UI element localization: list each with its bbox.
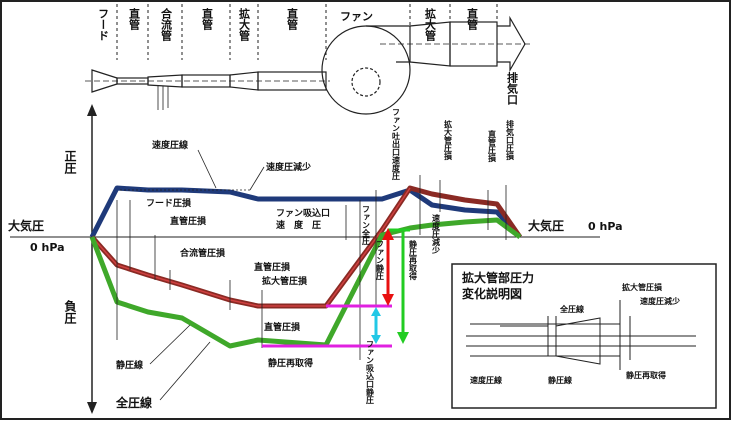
header-straight-2: 直管 (201, 7, 214, 31)
label-fan-inlet-velocity-2: 速 度 圧 (276, 219, 321, 231)
header-merge: 合流管 (160, 7, 173, 42)
inset-static-line: 静圧線 (548, 375, 572, 385)
inset-title-1: 拡大管部圧力 (462, 270, 534, 285)
duct-drawing (91, 15, 526, 115)
zero-right-label: 0 hPa (588, 220, 623, 233)
label-fan-static: ファン静圧 (376, 240, 385, 281)
header-hood: フード (97, 8, 110, 41)
atmosphere-right-label: 大気圧 (528, 218, 564, 233)
zero-left-label: 0 hPa (30, 241, 65, 254)
label-fan-inlet-velocity-1: ファン吸込口 (276, 207, 330, 219)
atmosphere-left-label: 大気圧 (8, 218, 44, 233)
label-fan-total: ファン全圧 (361, 205, 371, 246)
axis-arrow-up (87, 104, 97, 116)
label-straight-loss-right: 直管圧損 (488, 129, 497, 163)
label-velocity-line: 速度圧線 (152, 139, 188, 151)
header-expand-1: 拡大管 (238, 7, 251, 42)
header-exhaust: 排気口 (506, 71, 519, 106)
inset-velocity-line: 速度圧線 (470, 375, 502, 385)
header-straight-3: 直管 (286, 7, 299, 31)
cyan-arrow-down (371, 335, 381, 344)
section-dividers (116, 4, 498, 60)
inset-static-regain: 静圧再取得 (626, 370, 666, 380)
inset-explanation: 拡大管部圧力 変化説明図 拡大管圧損 全圧線 速度圧減少 速度圧線 静圧線 静圧… (451, 263, 717, 409)
axis-arrow-down (87, 402, 97, 414)
inset-expand-loss: 拡大管圧損 (622, 282, 662, 292)
label-exhaust-loss: 排気口圧損 (506, 119, 515, 161)
green-arrow-down (397, 332, 409, 344)
header-straight-1: 直管 (128, 7, 141, 31)
dimension-lines (116, 175, 507, 360)
header-straight-4: 直管 (466, 7, 479, 31)
label-straight-loss-3: 直管圧損 (264, 321, 301, 333)
red-arrow-up (382, 228, 394, 240)
inset-velocity-drop: 速度圧減少 (640, 296, 680, 306)
label-static-regain-right: 静圧再取得 (409, 239, 418, 281)
cyan-arrow-up (371, 307, 381, 316)
header-fan: ファン (340, 10, 373, 23)
label-total-line: 全圧線 (115, 395, 152, 410)
label-hood-loss: フード圧損 (146, 197, 192, 209)
annotation-labels: 速度圧線 速度圧減少 フード圧損 直管圧損 合流管圧損 直管圧損 拡大管圧損 直… (115, 108, 515, 410)
header-labels: フード 直管 合流管 直管 拡大管 直管 ファン 拡大管 直管 排気口 (97, 7, 519, 106)
label-straight-loss-2: 直管圧損 (254, 261, 291, 273)
label-static-regain: 静圧再取得 (268, 357, 313, 369)
inset-title-2: 変化説明図 (462, 286, 522, 301)
label-expand-loss: 拡大管圧損 (262, 275, 308, 287)
label-velocity-drop-right: 速度圧減少 (431, 213, 441, 254)
label-fan-outlet-velocity: ファン吐出口速度圧 (391, 108, 401, 181)
label-fan-inlet-static: ファン吸込口静圧 (366, 340, 375, 405)
red-arrow-down (382, 294, 394, 306)
inset-total-line: 全圧線 (559, 304, 584, 314)
axis-positive-label: 正圧 (63, 150, 77, 175)
label-expand-loss-right: 拡大管圧損 (444, 119, 453, 161)
axis-negative-label: 負圧 (63, 299, 77, 325)
label-static-line: 静圧線 (116, 359, 143, 371)
label-straight-loss-1: 直管圧損 (170, 215, 207, 227)
label-velocity-drop: 速度圧減少 (266, 161, 311, 173)
label-merge-loss: 合流管圧損 (180, 247, 226, 259)
